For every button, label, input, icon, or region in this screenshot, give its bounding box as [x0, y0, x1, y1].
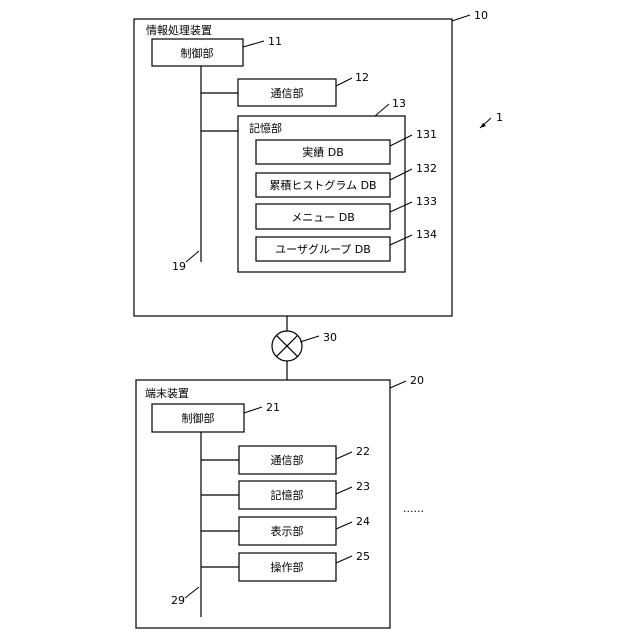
network-leader	[300, 336, 319, 342]
network-ref: 30	[323, 331, 337, 344]
db-label-histogram: 累積ヒストグラム DB	[269, 178, 376, 192]
terminal-operation-ref: 25	[356, 550, 370, 563]
more-terminals-ellipsis: ......	[403, 502, 424, 515]
info-control-label: 制御部	[181, 46, 214, 60]
info-storage-label: 記憶部	[249, 121, 282, 135]
db-ref-menu: 133	[416, 195, 437, 208]
network: 30	[272, 316, 337, 380]
system-ref: 1	[496, 111, 503, 124]
terminal-ref: 20	[410, 374, 424, 387]
info-comm-label: 通信部	[271, 86, 304, 100]
db-label-menu: メニュー DB	[291, 211, 355, 224]
terminal-control-ref: 21	[266, 401, 280, 414]
db-label-results: 実績 DB	[302, 145, 344, 159]
info-bus-ref: 19	[172, 260, 186, 273]
db-ref-user-group: 134	[416, 228, 437, 241]
info-processing-device: 情報処理装置 10 制御部 11 19 通信部 12 記憶部 13 実績 DB …	[134, 9, 488, 316]
terminal-storage-ref: 23	[356, 480, 370, 493]
info-device-ref: 10	[474, 9, 488, 22]
info-comm-ref: 12	[355, 71, 369, 84]
terminal-storage-label: 記憶部	[271, 488, 304, 502]
terminal-title: 端末装置	[145, 386, 189, 400]
terminal-bus-ref: 29	[171, 594, 185, 607]
terminal-comm-ref: 22	[356, 445, 370, 458]
info-device-leader	[452, 15, 470, 21]
info-storage-ref: 13	[392, 97, 406, 110]
terminal-display-ref: 24	[356, 515, 370, 528]
terminal-control-label: 制御部	[182, 411, 215, 425]
db-ref-histogram: 132	[416, 162, 437, 175]
terminal-device: 端末装置 20 制御部 21 29 通信部 22 記憶部 23 表示部 24 操	[136, 374, 424, 628]
info-control-ref: 11	[268, 35, 282, 48]
terminal-leader	[390, 381, 406, 388]
terminal-operation-label: 操作部	[271, 560, 304, 574]
info-device-title: 情報処理装置	[146, 24, 212, 37]
db-ref-results: 131	[416, 128, 437, 141]
terminal-comm-label: 通信部	[271, 453, 304, 467]
db-label-user-group: ユーザグループ DB	[275, 242, 371, 256]
terminal-display-label: 表示部	[271, 524, 304, 538]
